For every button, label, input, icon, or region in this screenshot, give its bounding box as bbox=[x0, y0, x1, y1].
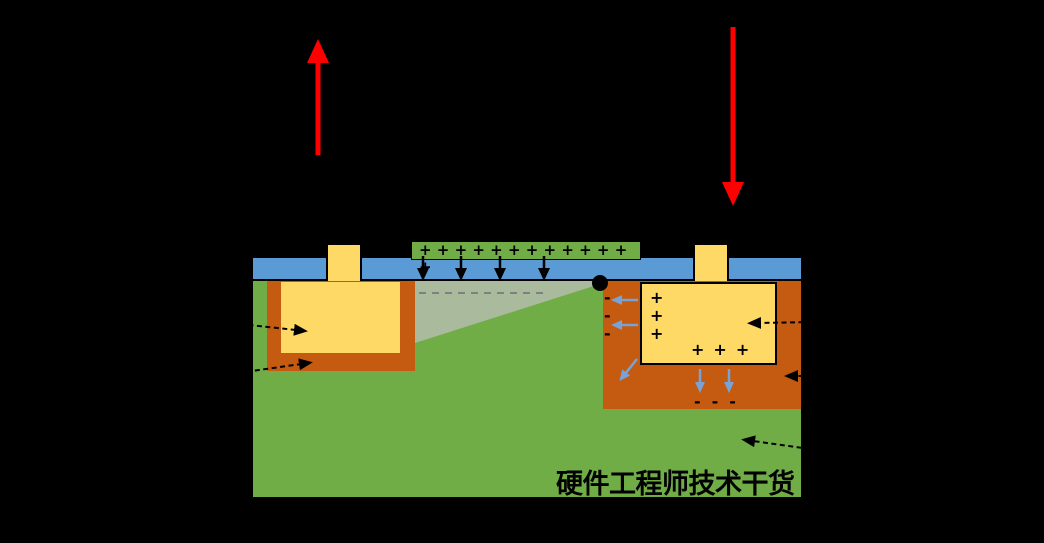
minus-charge: - bbox=[694, 392, 701, 411]
left-contact-plug bbox=[326, 243, 362, 281]
plus-charge: + bbox=[650, 324, 664, 343]
minus-charge-row: - - - bbox=[694, 394, 736, 410]
minus-charge-column: - - - bbox=[604, 290, 611, 342]
minus-charge: - bbox=[729, 392, 736, 411]
watermark-text: 硬件工程师技术干货 bbox=[556, 469, 795, 500]
plus-charge: + bbox=[735, 340, 750, 359]
left-doped-region bbox=[281, 282, 400, 353]
minus-charge: - bbox=[604, 324, 611, 343]
minus-charge: - bbox=[604, 306, 611, 325]
plus-charge: + bbox=[650, 288, 664, 307]
plus-charge: + bbox=[713, 340, 727, 359]
plus-charge-row: + + + bbox=[691, 342, 749, 358]
minus-charge: - bbox=[604, 288, 611, 307]
plus-charge-column: + + + bbox=[650, 290, 663, 342]
right-contact-plug bbox=[693, 243, 729, 281]
plus-charge: + bbox=[691, 340, 705, 359]
gate-electrode-bar: + + + + + + + + + + + + + bbox=[411, 241, 641, 276]
plus-charge: + bbox=[650, 306, 664, 325]
minus-charge: - bbox=[711, 392, 719, 411]
